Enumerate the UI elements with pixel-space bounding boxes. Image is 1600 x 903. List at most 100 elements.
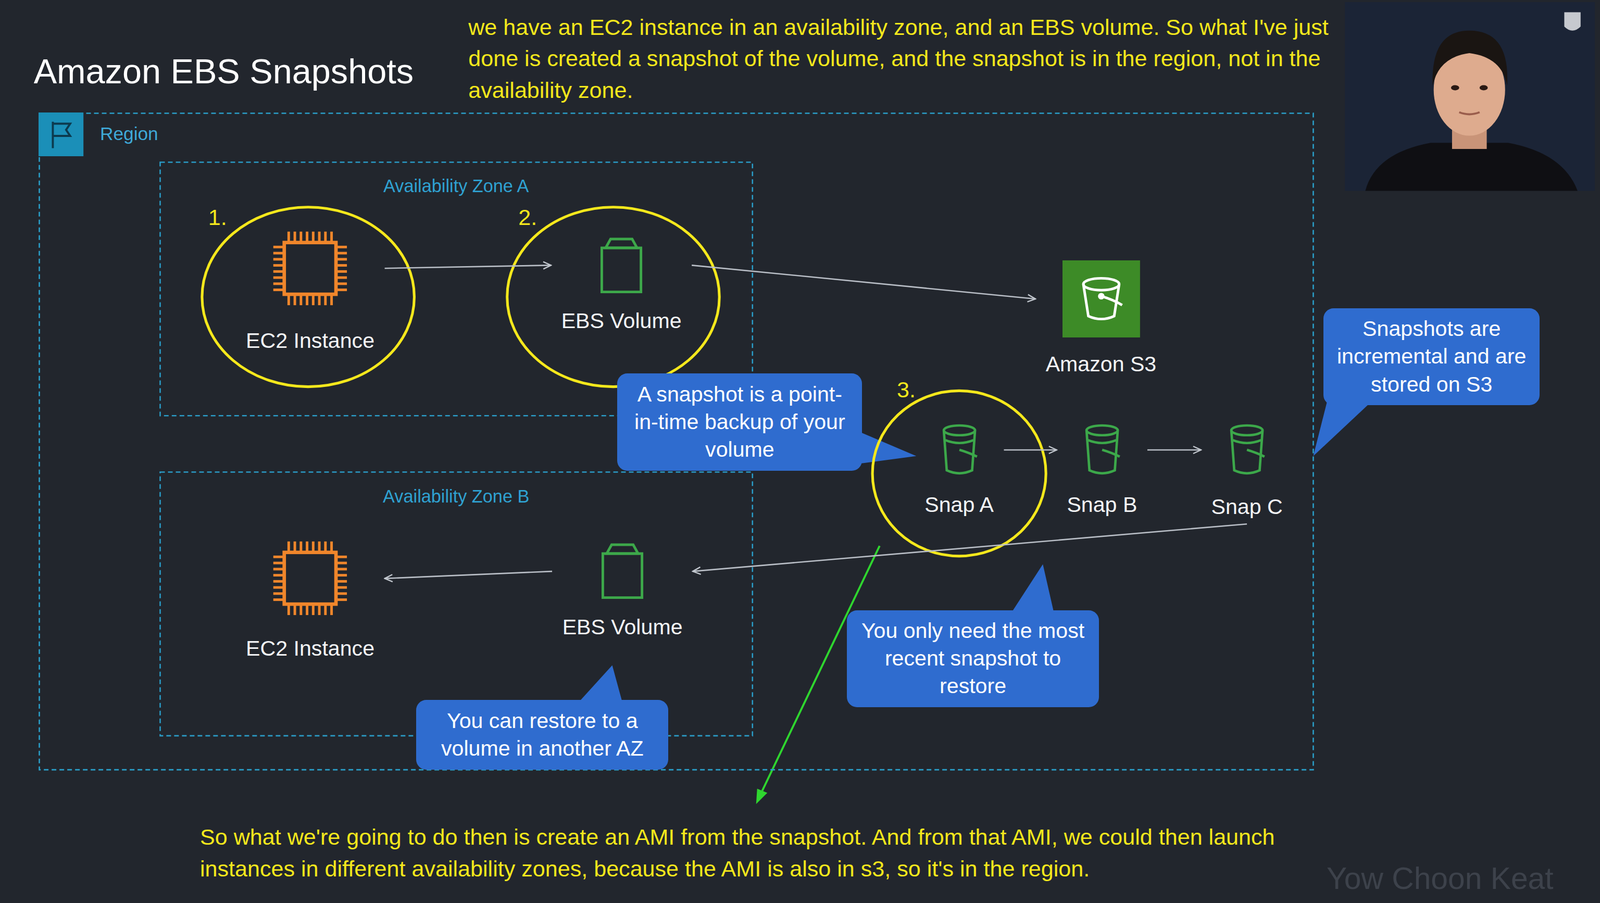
chip-body: [284, 552, 336, 605]
callout-text: A snapshot is a point-in-time backup of …: [625, 380, 855, 464]
ec2-instance: EC2 Instance: [239, 538, 381, 662]
node-label: Amazon S3: [1045, 351, 1157, 378]
chip-pin: [323, 541, 327, 553]
watermark: Yow Choon Keat: [1326, 860, 1554, 898]
chip-pin: [273, 586, 285, 590]
presenter-mouth: [1459, 112, 1480, 115]
chip-pin: [330, 604, 333, 616]
node-label: Snap B: [1066, 492, 1137, 518]
volume-body: [602, 553, 642, 598]
bucket-band: [1088, 440, 1117, 444]
chip-pin: [273, 580, 285, 583]
bucket-handle: [959, 450, 978, 457]
chip-pin: [299, 541, 303, 553]
ec2-icon: [270, 228, 350, 309]
chip-pin: [335, 586, 347, 590]
bucket-handle: [1102, 450, 1120, 457]
snap-icon: [1224, 421, 1270, 479]
callout-text: You only need the most recent snapshot t…: [855, 617, 1092, 700]
bucket-body: [943, 430, 975, 473]
bucket-glyph: [1083, 278, 1122, 319]
chip-pin: [299, 294, 303, 306]
presenter-shirt: [1365, 142, 1578, 191]
dashed-outline: [159, 472, 753, 736]
flag-tile: [38, 112, 84, 157]
bucket-rim: [1086, 425, 1118, 436]
chip-pin: [335, 282, 347, 285]
chip-pin: [299, 604, 303, 616]
bucket-handle: [1246, 450, 1265, 457]
bucket-dot: [1098, 293, 1104, 298]
callout-bubble: Snapshots are incremental and are stored…: [1323, 308, 1540, 406]
chip-pin: [273, 288, 285, 292]
bucket-body: [1231, 430, 1263, 473]
connector-arrow: [691, 265, 1036, 299]
chip-pin: [311, 294, 315, 306]
bucket-body: [1086, 430, 1118, 473]
chip-pin: [323, 231, 327, 243]
chip-pin: [318, 604, 321, 616]
callout-tails: [571, 379, 1378, 711]
callout-bubble: You only need the most recent snapshot t…: [846, 610, 1099, 708]
chip-glyph: [273, 231, 347, 306]
chip-pin: [273, 574, 285, 578]
presenter-eye: [1479, 85, 1489, 91]
group-border: [159, 471, 754, 737]
bucket-rim: [1231, 425, 1263, 436]
chip-pin: [335, 257, 347, 261]
bucket-rim: [1083, 278, 1120, 291]
chip-pin: [273, 555, 285, 559]
presenter-hair: [1432, 30, 1508, 86]
ebs-volume: EBS Volume: [556, 541, 689, 641]
chip-pin: [335, 270, 347, 273]
chip-pin: [305, 541, 309, 553]
chip-pin: [273, 561, 285, 565]
chip-pin: [335, 555, 347, 559]
bucket-handle: [1101, 295, 1122, 305]
connector-arrow: [384, 265, 552, 269]
highlight-circle: [507, 207, 720, 387]
chip-pin: [273, 270, 285, 273]
chip-pin: [335, 598, 347, 602]
highlight-circle: [872, 390, 1046, 556]
chip-pin: [287, 231, 291, 243]
node-label: EC2 Instance: [245, 635, 375, 662]
snapshot: Snap B: [1060, 421, 1144, 518]
volume-body: [601, 247, 641, 293]
chip-pin: [273, 592, 285, 596]
chip-pin: [273, 276, 285, 279]
bucket-band: [1232, 440, 1261, 444]
region-label: Region: [100, 122, 159, 145]
callout-text: You can restore to a volume in another A…: [424, 707, 661, 763]
narration-text: we have an EC2 instance in an availabili…: [468, 11, 1331, 107]
volume-glyph: [601, 239, 641, 293]
snapshot: Snap C: [1205, 421, 1290, 520]
node-label: EBS Volume: [561, 308, 682, 334]
node-label: EBS Volume: [562, 614, 683, 641]
snapshot: Snap A: [918, 421, 1000, 518]
chip-pin: [330, 294, 333, 306]
chip-pin: [293, 294, 297, 306]
callout-number: 2.: [518, 203, 537, 232]
chip-pin: [287, 541, 291, 553]
chip-pin: [335, 580, 347, 583]
chip-pin: [305, 604, 309, 616]
highlight-circle: [202, 207, 415, 387]
webcam-inset: [1344, 2, 1595, 191]
chip-pin: [311, 231, 315, 243]
chip-pin: [318, 541, 321, 553]
snap-icon: [936, 421, 982, 479]
chip-pin: [273, 598, 285, 602]
chip-pin: [299, 231, 303, 243]
availability-zone: EC2 InstanceEBS VolumeAvailability Zone …: [159, 471, 754, 737]
chip-pin: [335, 251, 347, 255]
chip-pin: [293, 604, 297, 616]
ebs-icon: [596, 235, 646, 296]
chip-body: [284, 242, 336, 295]
ec2-icon: [270, 538, 350, 619]
connector-arrow: [692, 523, 1247, 572]
chip-pin: [335, 264, 347, 267]
connector-arrow: [1004, 449, 1057, 452]
ebs-volume: EBS Volume: [555, 235, 688, 335]
chip-pin: [273, 282, 285, 285]
